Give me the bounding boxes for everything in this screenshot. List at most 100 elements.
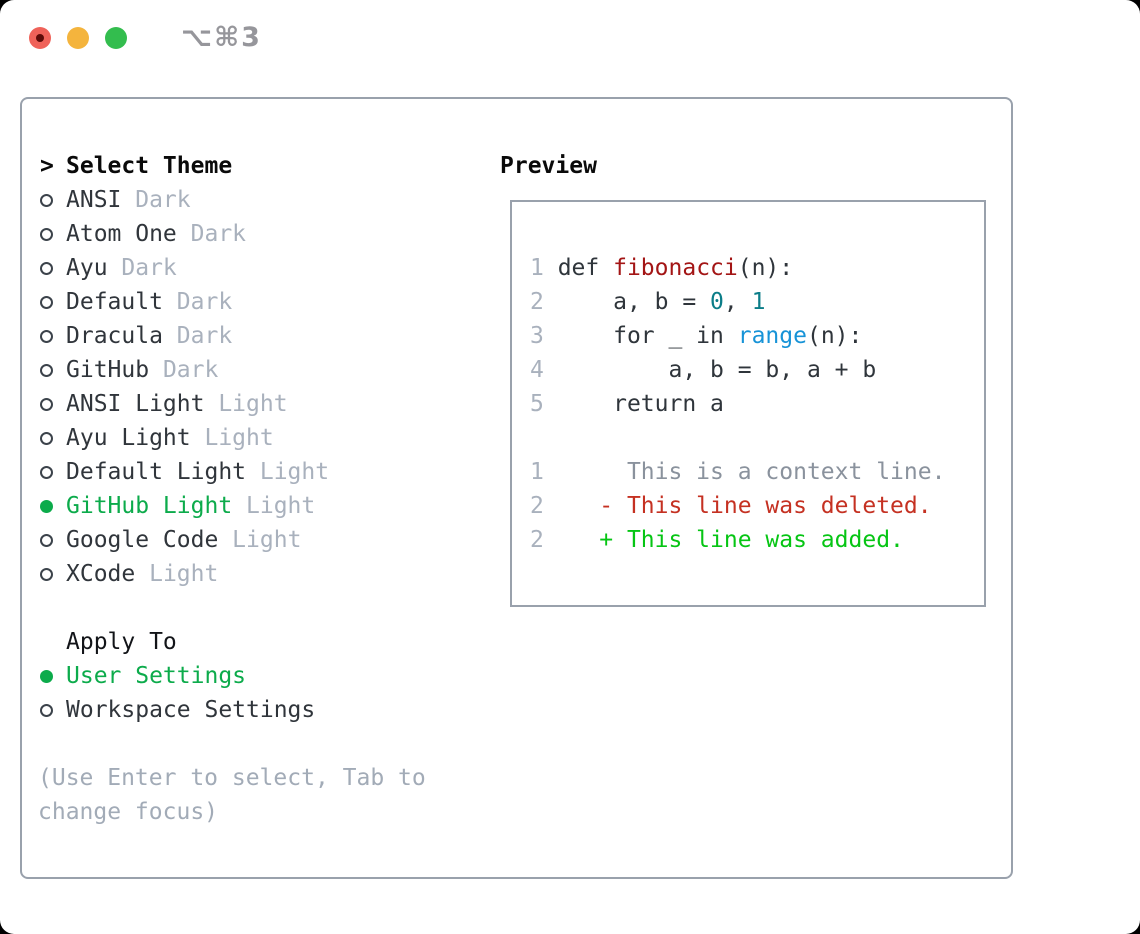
theme-variant: Light <box>232 493 316 519</box>
prompt-icon: > <box>40 153 54 179</box>
theme-name: XCode <box>66 561 136 587</box>
line-number: 2 <box>530 493 544 519</box>
theme-option-dracula[interactable]: Dracula Dark <box>22 319 492 353</box>
theme-option-github-light[interactable]: GitHub Light Light <box>22 489 492 523</box>
line-number: 2 <box>530 289 544 315</box>
radio-selected-icon <box>40 669 53 683</box>
theme-variant: Light <box>218 527 302 553</box>
theme-option-default[interactable]: Default Dark <box>22 285 492 319</box>
theme-variant: Dark <box>162 323 233 349</box>
theme-option-ansi-light[interactable]: ANSI Light Light <box>22 387 492 421</box>
radio-icon <box>40 465 53 479</box>
theme-option-google-code[interactable]: Google Code Light <box>22 523 492 557</box>
theme-name: Default Light <box>66 459 247 485</box>
select-theme-title: Select Theme <box>66 153 233 179</box>
apply-to-header: Apply To <box>22 625 492 659</box>
zoom-button-icon[interactable] <box>105 26 127 49</box>
theme-option-ansi[interactable]: ANSI Dark <box>22 183 492 217</box>
radio-marker <box>38 193 66 207</box>
code-segment-code: a, b = <box>543 289 711 315</box>
apply-option-user-settings[interactable]: User Settings <box>22 659 492 693</box>
theme-option-ayu[interactable]: Ayu Dark <box>22 251 492 285</box>
theme-variant: Dark <box>121 187 191 213</box>
code-line: 2 + This line was added. <box>530 523 984 557</box>
code-segment-num: 1 <box>751 289 766 315</box>
close-button-icon[interactable] <box>29 26 51 49</box>
radio-selected-icon <box>40 499 53 513</box>
radio-icon <box>40 567 53 581</box>
theme-name: Ayu Light <box>66 425 191 451</box>
code-segment-code: (n): <box>806 323 863 349</box>
code-segment-code: return a <box>543 391 724 417</box>
code-segment-add: + This line was added. <box>543 527 904 553</box>
radio-icon <box>40 363 53 377</box>
window-shortcut-label: ⌥⌘3 <box>181 22 262 53</box>
radio-marker <box>38 397 66 411</box>
theme-name: Ayu <box>66 255 108 281</box>
radio-marker <box>38 533 66 547</box>
line-number: 4 <box>530 357 544 383</box>
line-number: 5 <box>530 391 544 417</box>
theme-option-atom-one[interactable]: Atom One Dark <box>22 217 492 251</box>
theme-option-ayu-light[interactable]: Ayu Light Light <box>22 421 492 455</box>
apply-to-title: Apply To <box>66 629 177 655</box>
code-segment-context: This is a context line. <box>543 459 946 485</box>
line-number: 3 <box>530 323 544 349</box>
line-number: 1 <box>530 459 544 485</box>
radio-marker <box>38 703 66 717</box>
radio-icon <box>40 295 53 309</box>
code-segment-code: (n): <box>737 255 794 281</box>
code-segment-fn: fibonacci <box>613 255 738 281</box>
preview-title: Preview <box>500 153 597 179</box>
help-line: (Use Enter to select, Tab to <box>38 765 426 791</box>
code-segment-code: , <box>723 289 752 315</box>
apply-option-label: Workspace Settings <box>66 697 316 723</box>
code-line <box>530 421 984 455</box>
radio-marker <box>38 465 66 479</box>
radio-marker <box>38 499 66 513</box>
radio-icon <box>40 397 53 411</box>
code-segment-del: - This line was deleted. <box>543 493 932 519</box>
radio-marker <box>38 567 66 581</box>
theme-option-xcode[interactable]: XCode Light <box>22 557 492 591</box>
theme-option-default-light[interactable]: Default Light Light <box>22 455 492 489</box>
theme-option-github[interactable]: GitHub Dark <box>22 353 492 387</box>
radio-icon <box>40 431 53 445</box>
theme-name: ANSI Light <box>66 391 205 417</box>
theme-variant: Dark <box>149 357 219 383</box>
code-line: 2 - This line was deleted. <box>530 489 984 523</box>
radio-icon <box>40 193 53 207</box>
code-line: 5 return a <box>530 387 984 421</box>
code-line: 2 a, b = 0, 1 <box>530 285 984 319</box>
radio-icon <box>40 329 53 343</box>
theme-variant: Dark <box>162 289 233 315</box>
theme-name: Dracula <box>66 323 163 349</box>
radio-marker <box>38 329 66 343</box>
theme-variant: Light <box>135 561 219 587</box>
apply-option-workspace-settings[interactable]: Workspace Settings <box>22 693 492 727</box>
select-theme-header: > Select Theme <box>22 149 492 183</box>
theme-name: GitHub Light <box>66 493 233 519</box>
theme-variant: Light <box>190 425 274 451</box>
code-segment-num: 0 <box>710 289 724 315</box>
radio-marker <box>38 227 66 241</box>
radio-icon <box>40 703 53 717</box>
code-segment-code: def <box>543 255 614 281</box>
minimize-button-icon[interactable] <box>67 26 89 49</box>
code-segment-builtin: range <box>737 323 807 349</box>
radio-icon <box>40 261 53 275</box>
spacer <box>22 591 492 625</box>
theme-name: Google Code <box>66 527 219 553</box>
radio-marker <box>38 669 66 683</box>
theme-name: GitHub <box>66 357 150 383</box>
apply-option-label: User Settings <box>66 663 247 689</box>
theme-variant: Light <box>204 391 288 417</box>
line-number: 2 <box>530 527 544 553</box>
spacer <box>22 727 492 761</box>
